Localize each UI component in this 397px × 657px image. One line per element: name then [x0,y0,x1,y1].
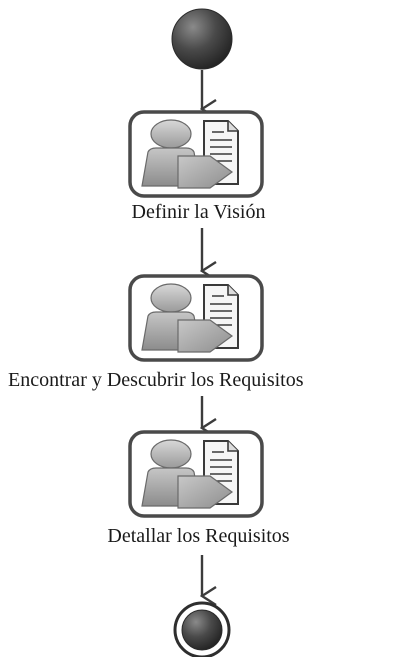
activity-label-find-requirements: Encontrar y Descubrir los Requisitos [8,369,304,391]
initial-node [171,8,233,70]
activity-label-define-vision: Definir la Visión [131,201,266,223]
final-node [173,601,231,657]
activity-icon-1 [128,110,264,198]
activity-icon-3 [128,430,264,518]
activity-label-detail-requirements: Detallar los Requisitos [107,525,290,547]
activity-icon-2 [128,274,264,362]
